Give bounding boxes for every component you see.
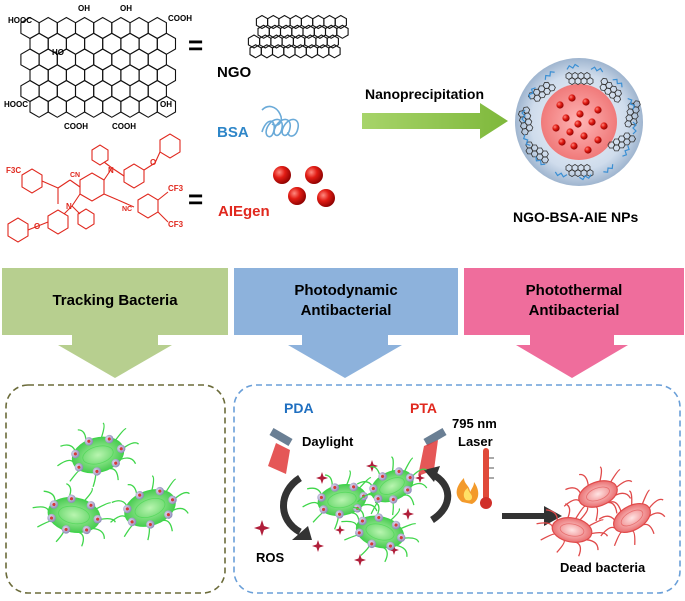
antibacterial-panel-border [233,384,681,594]
tracking-panel-border [5,384,226,594]
chem-label-f3c: F3C [6,166,22,175]
ros-curved-arrow [280,475,303,536]
chem-label-nc: NC [122,206,133,213]
graphene-sheet-icon [247,14,349,59]
treated-bacteria-cluster [302,456,428,563]
chem-label-cooh: HOOC [4,100,28,109]
laser-label: Laser [458,434,493,449]
aiegen-label: AIEgen [218,203,270,220]
heat-curved-arrow [429,470,452,523]
pta-label: PTA [410,400,437,416]
application-arrows [2,268,684,378]
dead-bacteria-label: Dead bacteria [560,560,646,575]
pda-label: PDA [284,400,314,416]
nanoprecipitation-label: Nanoprecipitation [365,86,485,102]
thermometer-icon [480,448,494,509]
tracked-bacteria-cluster [32,422,190,547]
chem-label-n: N [108,166,114,175]
equals-sign-ngo: = [188,30,204,60]
chem-label-cooh: COOH [64,122,88,131]
photodynamic-label-line2: Antibacterial [300,302,392,319]
chem-label-cf3: CF3 [168,184,184,193]
chem-label-cn: CN [70,172,81,179]
ngo-chemical-structure [20,16,177,118]
aiegen-particles-icon [273,166,335,207]
daylight-label: Daylight [302,434,354,449]
chem-label-cooh: COOH [168,14,192,23]
nanoparticle-product-label: NGO-BSA-AIE NPs [513,209,639,225]
aiegen-chemical-structure [7,133,181,243]
photothermal-label-line1: Photothermal [525,282,623,299]
chem-label-cooh: COOH [112,122,136,131]
laser-wavelength-label: 795 nm [452,416,497,431]
chem-label-ho: HO [52,48,64,57]
ngo-label: NGO [217,64,252,81]
tracking-bacteria-label: Tracking Bacteria [52,292,178,309]
flame-icon [456,478,479,504]
chem-label-o: O [34,222,41,231]
laser-lamp-icon [418,428,447,476]
bsa-protein-coil-icon [261,105,300,138]
dead-bacteria-group [536,466,666,557]
equals-sign-aiegen: = [188,184,204,214]
chem-label-o: O [150,158,157,167]
daylight-lamp-icon [268,428,293,474]
chem-label-n: N [66,202,72,211]
chem-label-oh: OH [78,4,90,13]
nanoprecipitation-arrow [362,103,508,139]
photodynamic-label-line1: Photodynamic [294,282,398,299]
chem-label-oh: OH [120,4,132,13]
chem-label-cf3: CF3 [168,220,184,229]
chem-label-oh: OH [160,100,172,109]
chem-label-cooh: HOOC [8,16,32,25]
ngo-bsa-aie-nanoparticle [515,58,643,186]
bsa-label: BSA [217,124,249,141]
photothermal-label-line2: Antibacterial [528,302,620,319]
ros-label: ROS [256,550,285,565]
